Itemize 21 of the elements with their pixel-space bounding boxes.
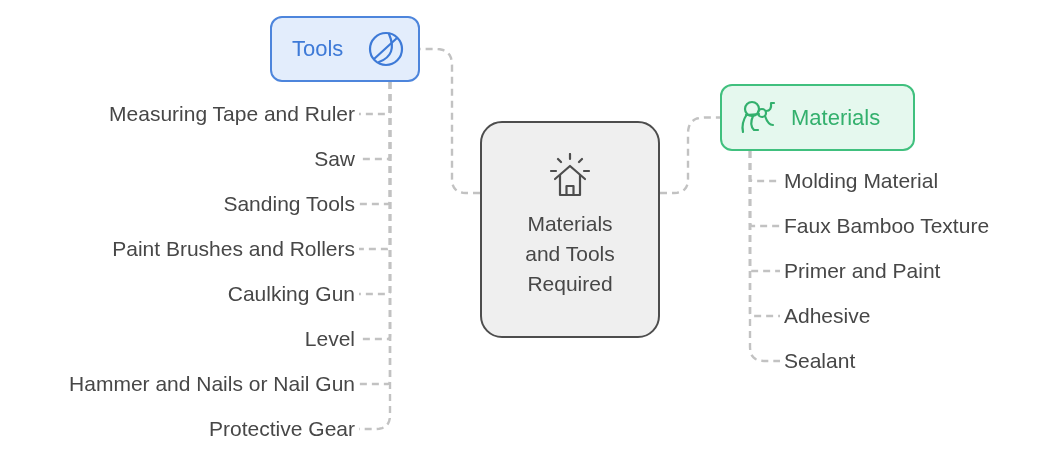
list-item-text: Sealant [784,348,856,374]
list-item-text: Molding Material [784,168,939,194]
dashed-connector [748,151,780,363]
list-item-text: Hammer and Nails or Nail Gun [69,371,355,397]
list-item-text: Protective Gear [209,416,355,442]
list-item-text: Saw [314,146,355,172]
category-title: Tools [292,35,344,63]
list-item-text: Caulking Gun [227,281,355,307]
list-item-text: Primer and Paint [784,258,941,284]
list-item-text: Sanding Tools [223,191,355,217]
list-item-text: Measuring Tape and Ruler [109,101,355,127]
category-box [270,16,420,82]
category-box [720,84,915,151]
list-item-text: Adhesive [784,303,871,329]
category-title: Materials [791,103,881,132]
central-topic-box [480,121,660,338]
list-item-text: Paint Brushes and Rollers [112,236,355,262]
list-item-text: Faux Bamboo Texture [784,213,990,239]
topic-title: Materials and Tools Required [524,211,616,297]
dashed-connector [660,116,720,195]
list-item-text: Level [304,326,355,352]
